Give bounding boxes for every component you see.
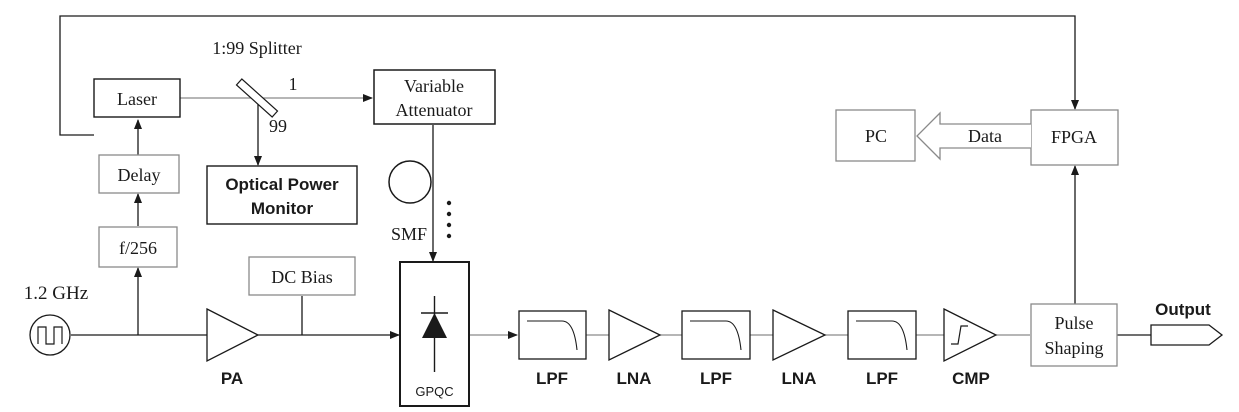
divider-block: f/256: [98, 226, 178, 268]
triangle-amplifier-icon: [943, 307, 998, 363]
lpf-block-2: LPF: [681, 310, 751, 388]
pc-block: PC: [835, 109, 916, 162]
output-label: Output: [1155, 300, 1211, 319]
output-port: Output: [1150, 300, 1224, 346]
hollow-arrow-icon: [916, 111, 1031, 161]
connections: [59, 15, 1151, 339]
triangle-amplifier-icon: [206, 307, 260, 363]
gpqc-label: GPQC: [415, 384, 453, 399]
cmp-label: CMP: [952, 369, 990, 388]
lpf-block-1: LPF: [518, 310, 587, 388]
fiber-dot: [446, 222, 452, 228]
square-wave-icon: [29, 314, 71, 356]
clock-label: 1.2 GHz: [24, 283, 88, 304]
fpga-label: FPGA: [1051, 127, 1097, 147]
pc-label: PC: [865, 126, 887, 146]
delay-block: Delay: [98, 154, 180, 194]
data-arrow: Data: [916, 111, 1031, 161]
variable-attenuator-block: Variable Attenuator: [373, 69, 496, 125]
pa-block: PA: [206, 307, 260, 388]
fiber-dot: [446, 200, 452, 206]
clock-source: 1.2 GHz: [24, 283, 88, 356]
port-99-label: 99: [269, 116, 287, 136]
diode-icon: [421, 296, 448, 372]
pulse-shaping-block: Pulse Shaping: [1030, 303, 1118, 367]
optical-power-monitor-line2: Monitor: [251, 199, 314, 218]
pulse-shaping-line1: Pulse: [1054, 313, 1093, 333]
lpf-1-label: LPF: [536, 369, 568, 388]
fiber-coil-icon: [388, 160, 432, 204]
laser-block: Laser: [93, 78, 181, 118]
lowpass-response-icon: [690, 320, 742, 351]
pulse-shaping-line2: Shaping: [1044, 338, 1103, 358]
lna-1-label: LNA: [617, 369, 652, 388]
optical-power-monitor-block: Optical Power Monitor: [206, 165, 358, 225]
splitter: 1:99 Splitter 1 99: [212, 38, 302, 136]
dc-bias-block: DC Bias: [248, 256, 356, 296]
lowpass-response-icon: [527, 320, 578, 351]
lpf-3-label: LPF: [866, 369, 898, 388]
optical-power-monitor-line1: Optical Power: [225, 175, 339, 194]
delay-label: Delay: [118, 165, 161, 185]
laser-label: Laser: [117, 89, 157, 109]
fpga-block: FPGA: [1030, 109, 1119, 166]
square-wave-glyph: [37, 326, 63, 345]
lna-block-1: LNA: [608, 308, 662, 388]
lna-2-label: LNA: [782, 369, 817, 388]
triangle-amplifier-icon: [772, 308, 827, 362]
dc-bias-label: DC Bias: [271, 267, 333, 287]
step-comparator-icon: [951, 325, 968, 345]
splitter-label: 1:99 Splitter: [212, 38, 302, 58]
fiber-dot: [446, 211, 452, 217]
lpf-2-label: LPF: [700, 369, 732, 388]
smf-label: SMF: [391, 224, 427, 244]
output-port-icon: [1150, 324, 1224, 346]
triangle-amplifier-icon: [608, 308, 662, 362]
lpf-block-3: LPF: [847, 310, 917, 388]
data-label: Data: [968, 126, 1002, 146]
pa-label: PA: [221, 369, 243, 388]
divider-label: f/256: [119, 238, 157, 258]
lna-block-2: LNA: [772, 308, 827, 388]
port-1-label: 1: [289, 74, 298, 94]
variable-attenuator-line2: Attenuator: [396, 100, 473, 120]
beam-splitter-icon: [235, 78, 279, 118]
variable-attenuator-line1: Variable: [404, 76, 464, 96]
fiber: SMF: [388, 160, 452, 244]
lowpass-response-icon: [856, 320, 908, 351]
cmp-block: CMP: [943, 307, 998, 388]
feedback-line: [59, 15, 1079, 136]
fiber-dot: [446, 233, 452, 239]
gpqc-block: GPQC: [399, 261, 470, 407]
